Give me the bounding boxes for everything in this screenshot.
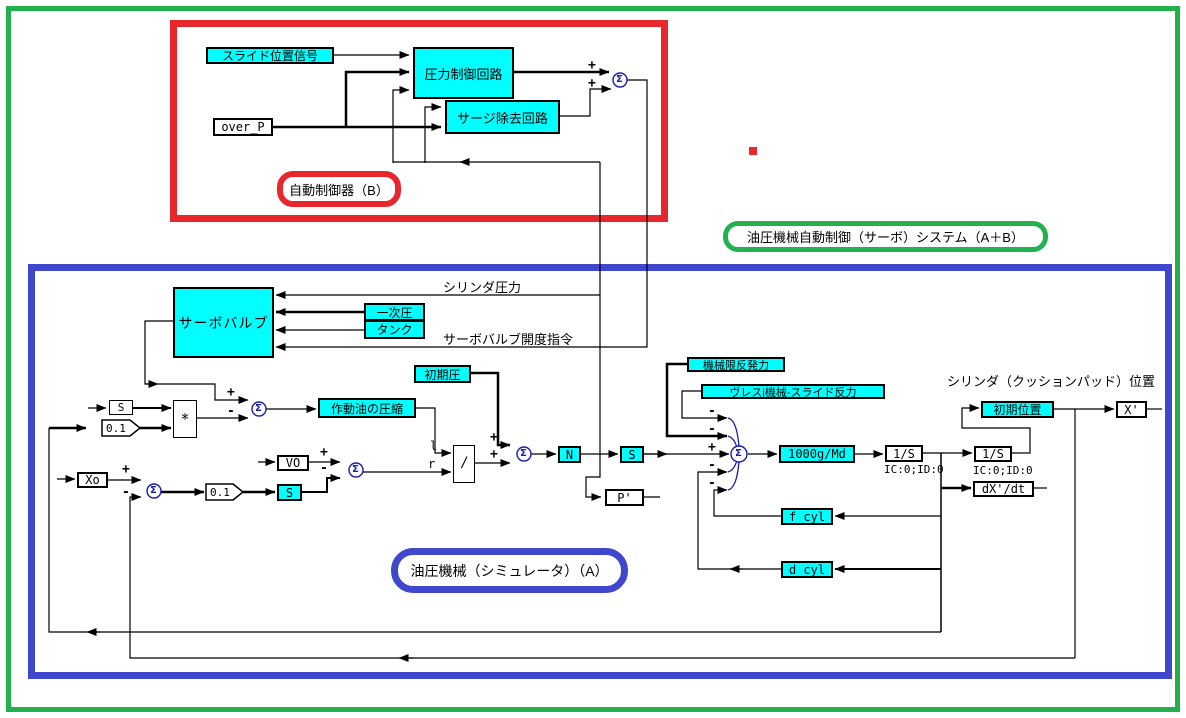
cylinder-pressure-label: シリンダ圧力	[443, 280, 522, 295]
controller-title-text: 自動制御器（B）	[289, 182, 389, 198]
minus-sign: -	[708, 458, 716, 473]
sigma-symbol: Σ	[255, 403, 262, 414]
minus-sign: -	[708, 404, 716, 419]
sum-junction-controller[interactable]	[612, 72, 628, 88]
divider-l-input-label: l	[430, 439, 438, 453]
simulator-title-text: 油圧機械（シミュレータ）（A）	[410, 562, 609, 579]
sigma-symbol: Σ	[735, 448, 742, 459]
plus-sign: +	[490, 447, 498, 462]
block-d-cyl[interactable]: d_cyl	[781, 561, 833, 578]
block-initial-pressure[interactable]: 初期圧	[414, 365, 471, 383]
block-mass-gain[interactable]: 1000g/Md	[779, 445, 855, 463]
block-s-forward[interactable]: S	[620, 446, 644, 463]
ic-condition-label-1: IC:0;ID:0	[884, 463, 944, 476]
sum-junction-position-error[interactable]	[146, 483, 162, 499]
block-surge-removal-circuit[interactable]: サージ除去回路	[445, 100, 560, 134]
red-controller-frame	[170, 20, 668, 222]
block-press-slide-reaction[interactable]: ヴレスj機械-スライド反力	[701, 384, 885, 399]
gain-pentagon-2[interactable]	[205, 483, 245, 501]
block-initial-position[interactable]: 初期位置	[981, 401, 1054, 418]
controller-title: 自動制御器（B）	[277, 171, 401, 207]
plus-sign: +	[490, 430, 498, 445]
system-title-text: 油圧機械自動制御（サーボ）システム（A＋B）	[747, 230, 1024, 245]
minus-sign: -	[708, 476, 716, 491]
block-xo-setpoint[interactable]: Xo	[77, 472, 108, 488]
block-n-gain[interactable]: N	[558, 446, 581, 463]
plus-sign: +	[588, 76, 596, 91]
minus-sign: -	[708, 422, 716, 437]
block-machine-limit-reaction[interactable]: 機械限反発力	[687, 357, 785, 372]
block-s-flow[interactable]: S	[277, 484, 302, 501]
gain-01-label: 0.1	[210, 486, 230, 499]
block-integrator-2[interactable]: 1/S	[974, 446, 1012, 462]
block-pressure-control-circuit[interactable]: 圧力制御回路	[413, 47, 514, 99]
plus-sign: +	[320, 445, 328, 460]
block-multiplier[interactable]: *	[173, 400, 197, 438]
block-p-probe[interactable]: P'	[605, 489, 644, 506]
gain-01-label: 0.1	[106, 422, 126, 435]
green-system-frame	[6, 6, 1180, 712]
block-over-p[interactable]: over_P	[213, 118, 273, 136]
sigma-symbol: Σ	[520, 448, 527, 459]
sum-junction-pressure[interactable]	[516, 446, 532, 462]
block-divider[interactable]: /	[453, 445, 475, 483]
valve-opening-command-label: サーボバルブ開度指令	[443, 332, 574, 347]
block-x-output[interactable]: X'	[1116, 401, 1147, 418]
plus-sign: +	[227, 385, 235, 400]
gain-pentagon-1[interactable]	[101, 419, 142, 437]
divider-r-input-label: r	[428, 457, 436, 471]
system-title: 油圧機械自動制御（サーボ）システム（A＋B）	[723, 221, 1048, 252]
plus-sign: +	[122, 462, 130, 477]
sigma-symbol: Σ	[150, 485, 157, 496]
block-tank[interactable]: タンク	[364, 320, 425, 339]
block-oil-compression[interactable]: 作動油の圧縮	[318, 398, 416, 418]
minus-sign: -	[227, 404, 235, 419]
plus-sign: +	[708, 440, 716, 455]
sum-junction-volume[interactable]	[348, 462, 364, 478]
minus-sign: -	[122, 485, 130, 500]
block-vo-volume[interactable]: VO	[277, 455, 309, 471]
sigma-symbol: Σ	[352, 464, 359, 475]
simulator-title: 油圧機械（シミュレータ）（A）	[391, 548, 628, 593]
block-s-derivative[interactable]: S	[109, 400, 133, 415]
block-f-cyl[interactable]: f_cyl	[781, 508, 833, 525]
ic-condition-label-2: IC:0;ID:0	[973, 464, 1033, 477]
block-servo-valve[interactable]: サーボバルブ	[173, 287, 274, 358]
block-primary-pressure[interactable]: 一次圧	[364, 303, 425, 321]
plus-sign: +	[588, 58, 596, 73]
cylinder-position-label: シリンダ（クッションパッド）位置	[947, 374, 1156, 389]
block-dxdt[interactable]: dX'/dt	[973, 481, 1034, 497]
block-slide-position-signal[interactable]: スライド位置信号	[206, 47, 334, 64]
minus-sign: -	[320, 461, 328, 476]
sum-junction-flow[interactable]	[251, 401, 267, 417]
block-integrator-1[interactable]: 1/S	[885, 445, 923, 462]
sum-junction-force[interactable]	[730, 445, 748, 463]
red-dot	[749, 147, 757, 155]
sigma-symbol: Σ	[616, 74, 623, 85]
